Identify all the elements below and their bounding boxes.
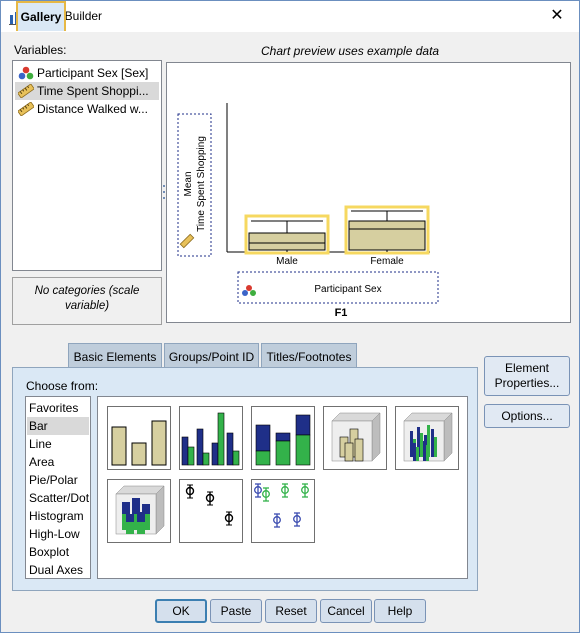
chart-type-dual-axes[interactable]: Dual Axes (29, 563, 84, 577)
y-axis-drop-zone (177, 113, 212, 257)
simple-bar-thumbnail[interactable] (107, 406, 171, 470)
chart-type-favorites[interactable]: Favorites (29, 401, 79, 415)
3d-simple-bar-icon (331, 412, 381, 462)
chart-type-histogram[interactable]: Histogram (29, 509, 84, 523)
cancel-button[interactable]: Cancel (320, 599, 372, 623)
variable-item-distance-walked[interactable]: Distance Walked w... (15, 100, 159, 118)
simple-error-bar-thumbnail[interactable] (179, 479, 243, 543)
male-box (248, 232, 326, 251)
3d-stacked-bar-thumbnail[interactable] (107, 479, 171, 543)
simple-error-bar-icon (185, 484, 234, 526)
clustered-error-bar-thumbnail[interactable] (251, 479, 315, 543)
preview-caption: Chart preview uses example data (261, 44, 440, 58)
3d-simple-bar-thumbnail[interactable] (323, 406, 387, 470)
help-button[interactable]: Help (374, 599, 426, 623)
paste-button[interactable]: Paste (210, 599, 262, 623)
variables-list[interactable]: Participant Sex [Sex] Time Spent Shoppi.… (12, 60, 162, 271)
preview-chart: Mean Time Spent Shopping Male Fem (177, 103, 439, 319)
clustered-error-bar-icon (254, 483, 309, 528)
close-icon: ✕ (550, 7, 564, 24)
choose-from-list[interactable]: Favorites Bar Line Area Pie/Polar Scatte… (25, 396, 91, 579)
simple-bar-icon (111, 420, 167, 466)
options-button[interactable]: Options... (484, 404, 570, 428)
gallery-thumbnails (97, 396, 468, 579)
chart-type-pie-polar[interactable]: Pie/Polar (29, 473, 78, 487)
chart-type-area[interactable]: Area (29, 455, 55, 469)
stacked-bar-thumbnail[interactable] (251, 406, 315, 470)
tab-groups-point-id[interactable]: Groups/Point ID (164, 343, 259, 369)
chart-type-scatter-dot[interactable]: Scatter/Dot (29, 491, 90, 505)
clustered-bar-icon (181, 412, 240, 466)
scale-ruler-icon (179, 233, 195, 249)
3d-clustered-bar-thumbnail[interactable] (395, 406, 459, 470)
variables-label: Variables: (14, 43, 67, 57)
3d-stacked-bar-icon (115, 485, 165, 535)
y-axis-title-line1: Mean (183, 171, 194, 196)
title-bar: Chart Builder ✕ (1, 1, 579, 32)
reset-button[interactable]: Reset (265, 599, 317, 623)
nominal-icon (242, 285, 256, 296)
chart-type-bar[interactable]: Bar (27, 417, 89, 435)
tab-titles-footnotes[interactable]: Titles/Footnotes (261, 343, 357, 369)
variable-label: Time Spent Shoppi... (37, 84, 149, 98)
3d-clustered-bar-icon (403, 412, 453, 462)
scale-ruler-icon (18, 84, 34, 98)
tab-basic-elements[interactable]: Basic Elements (68, 343, 162, 369)
element-properties-button[interactable]: Element Properties... (484, 356, 570, 396)
ok-button[interactable]: OK (155, 599, 207, 623)
grip-dots-icon (163, 185, 165, 199)
y-axis-title-line2: Time Spent Shopping (196, 136, 207, 232)
splitter-handle-horizontal[interactable] (78, 270, 96, 280)
nominal-icon (18, 66, 34, 80)
splitter-handle-vertical[interactable] (162, 183, 166, 201)
male-box-selection (244, 214, 330, 255)
variable-label: Distance Walked w... (37, 102, 148, 116)
chart-type-high-low[interactable]: High-Low (29, 527, 80, 541)
female-box (348, 220, 426, 251)
choose-from-label: Choose from: (26, 379, 99, 393)
variable-label: Participant Sex [Sex] (37, 66, 149, 80)
chart-preview-canvas[interactable]: Mean Time Spent Shopping Male Fem (166, 62, 571, 323)
no-categories-panel: No categories (scale variable) (12, 277, 162, 325)
x-axis-drop-zone (237, 271, 439, 304)
x-axis-title: Participant Sex (314, 284, 381, 295)
clustered-bar-thumbnail[interactable] (179, 406, 243, 470)
tick-label-male: Male (276, 256, 298, 267)
female-box-selection (344, 205, 430, 255)
tab-gallery[interactable]: Gallery (16, 1, 66, 31)
chart-type-line[interactable]: Line (29, 437, 52, 451)
variable-item-participant-sex[interactable]: Participant Sex [Sex] (15, 64, 159, 82)
stacked-bar-icon (255, 414, 311, 466)
tick-label-female: Female (370, 256, 404, 267)
element-label-f1: F1 (335, 307, 348, 319)
chart-type-boxplot[interactable]: Boxplot (29, 545, 70, 559)
variable-item-time-spent-shopping[interactable]: Time Spent Shoppi... (15, 82, 159, 100)
close-button[interactable]: ✕ (535, 1, 579, 31)
scale-ruler-icon (18, 102, 34, 116)
